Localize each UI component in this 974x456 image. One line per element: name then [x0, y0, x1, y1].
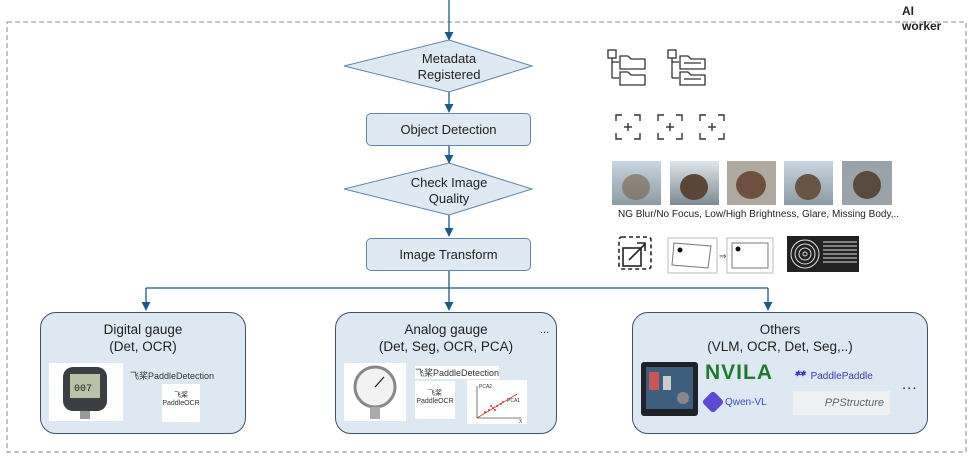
image-transform-node[interactable]: Image Transform — [366, 238, 531, 271]
pca-axis-pc1: PCA1 — [507, 398, 520, 404]
qwen-icon — [701, 390, 725, 414]
object-detection-label: Object Detection — [400, 122, 497, 137]
paddlepaddle-logo: ᕯ PaddlePaddle — [793, 365, 893, 387]
ppstructure-text: PPStructure — [824, 397, 884, 409]
analog-paddle-ocr-logo: 飞桨 PaddleOCR — [415, 381, 455, 419]
others-title: Others (VLM, OCR, Det, Seg,..) — [707, 322, 853, 354]
metadata-diamond — [343, 39, 534, 93]
detection-box-icons — [615, 114, 725, 140]
pca-chart-image: PCA2 PCA1 X — [467, 380, 527, 424]
hmi-screen-image — [641, 362, 698, 416]
analog-gauge-image — [344, 363, 406, 421]
pca-axis-pc2: PCA2 — [479, 384, 492, 390]
object-detection-node[interactable]: Object Detection — [366, 113, 531, 146]
pca-axis-x: X — [519, 419, 523, 424]
ai-worker-label: AI worker — [902, 4, 942, 33]
others-more: ... — [902, 376, 918, 393]
qwen-text: Qwen-VL — [725, 396, 767, 408]
svg-text:007: 007 — [74, 384, 92, 395]
svg-text:⇒: ⇒ — [719, 251, 727, 261]
paddlepaddle-text: PaddlePaddle — [810, 370, 873, 382]
check-quality-label: Check Image Quality — [410, 175, 488, 206]
analog-more: ... — [540, 324, 550, 336]
analog-gauge-title: Analog gauge (Det, Seg, OCR, PCA) — [378, 322, 514, 354]
paddle-icon: ᕯ — [793, 367, 805, 384]
digital-gauge-title: Digital gauge (Det, OCR) — [103, 322, 183, 354]
paddle-detection-logo: 飞桨PaddleDetection — [130, 371, 215, 381]
paddle-ocr-logo: 飞桨 PaddleOCR — [162, 384, 200, 422]
qwen-logo: Qwen-VL — [701, 390, 785, 414]
digital-gauge-image: 007 — [49, 363, 123, 421]
quality-thumbnails — [612, 161, 902, 205]
ai-worker-container — [6, 21, 967, 453]
transform-icons: ⇒ — [618, 236, 859, 274]
analog-paddle-detection-logo: 飞桨PaddleDetection — [415, 366, 500, 379]
metadata-registered-label: Metadata Registered — [417, 51, 481, 82]
image-transform-label: Image Transform — [399, 247, 498, 262]
nvila-logo: NVILA — [705, 361, 773, 384]
ppstructure-logo: PPStructure — [793, 391, 890, 415]
quality-caption: NG Blur/No Focus, Low/High Brightness, G… — [618, 209, 900, 220]
folder-tree-icon — [607, 49, 706, 86]
quality-diamond — [343, 162, 534, 216]
